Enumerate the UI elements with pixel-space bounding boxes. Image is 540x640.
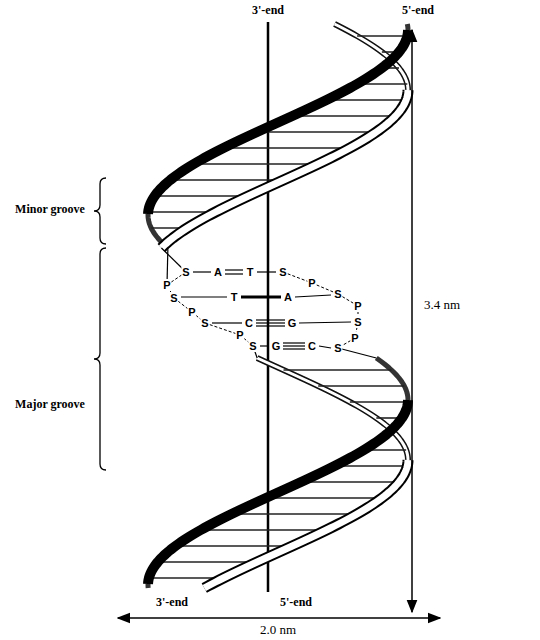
- base-letter: T: [230, 291, 239, 303]
- base-letter: G: [271, 340, 282, 352]
- dimension-label: 3.4 nm: [423, 298, 461, 312]
- base-pair-rung: [257, 131, 376, 133]
- base-letter: C: [307, 340, 317, 352]
- strand-back-inner: [257, 358, 408, 460]
- bond-line: [338, 348, 376, 358]
- strand-front-dark: [148, 30, 408, 214]
- dimension-arrow: [118, 617, 440, 619]
- base-pair-rung: [357, 35, 407, 37]
- strand-front-inner: [161, 90, 408, 248]
- bond-line: [256, 322, 285, 323]
- bond-line: [225, 273, 243, 274]
- strand-back: [405, 24, 411, 30]
- bond-line: [299, 322, 351, 323]
- backbone-letter: S: [200, 317, 209, 329]
- base-pair-rung: [232, 513, 357, 515]
- base-letter: A: [213, 266, 223, 278]
- base-letter: T: [246, 266, 255, 278]
- base-letter: A: [283, 291, 293, 303]
- backbone-letter: S: [333, 342, 342, 354]
- base-pair-rung: [194, 163, 318, 165]
- base-pair-rung: [292, 115, 395, 117]
- bond-line: [225, 269, 243, 270]
- base-pair-rung: [223, 147, 349, 149]
- strand-front-dark: [148, 30, 408, 584]
- groove-label: Major groove: [14, 398, 86, 411]
- backbone-letter: S: [248, 340, 257, 352]
- backbone-letter: P: [353, 300, 362, 312]
- bond-line: [212, 322, 242, 323]
- strand-back: [148, 24, 408, 588]
- strand-front-outline: [161, 90, 408, 248]
- backbone-letter: P: [162, 279, 171, 291]
- strand-back: [376, 358, 408, 400]
- groove-label: Minor groove: [14, 203, 86, 216]
- strand-front-dark: [148, 400, 408, 584]
- strand-back: [146, 584, 151, 588]
- bond-line: [283, 348, 305, 349]
- strand-back-outline: [257, 358, 408, 460]
- sugar-phosphate-ladder: [161, 248, 376, 358]
- backbone-letter: S: [169, 292, 178, 304]
- bond-line: [241, 296, 281, 299]
- groove-brace: [94, 248, 106, 470]
- end-label: 3'-end: [155, 596, 189, 609]
- backbone-letter: P: [235, 329, 244, 341]
- strand-back-inner: [257, 24, 408, 460]
- backbone-letter: S: [181, 266, 190, 278]
- helix-axis: [267, 22, 270, 592]
- base-pair-rung: [266, 497, 382, 499]
- end-label: 3'-end: [251, 4, 285, 17]
- backbone-letter: S: [333, 288, 342, 300]
- bond-line: [283, 342, 305, 343]
- backbone-letter: S: [278, 266, 287, 278]
- dimension-label: 2.0 nm: [259, 623, 297, 637]
- backbone-letter: S: [353, 316, 362, 328]
- base-pair-rung: [175, 545, 292, 547]
- base-pair-rung: [350, 401, 408, 403]
- end-label: 5'-end: [279, 596, 313, 609]
- bond-line: [260, 345, 269, 346]
- bond-line: [283, 345, 305, 346]
- base-pair-rung: [170, 179, 283, 181]
- end-label: 5'-end: [401, 4, 435, 17]
- bond-line: [257, 271, 276, 272]
- bond-line: [319, 346, 331, 348]
- bond-line: [256, 319, 285, 320]
- bond-line: [295, 295, 331, 297]
- bond-line: [193, 271, 211, 272]
- base-letter: G: [287, 317, 298, 329]
- dimension-arrow: [411, 30, 413, 612]
- base-pair-rung: [158, 561, 257, 563]
- strand-back-outline: [257, 24, 408, 460]
- base-pair-rung: [284, 369, 392, 371]
- backbone-letter: P: [307, 277, 316, 289]
- groove-brace: [94, 178, 106, 244]
- base-letter: C: [244, 317, 254, 329]
- backbone-letter: P: [350, 332, 359, 344]
- backbone-letter: P: [187, 306, 196, 318]
- bond-line: [181, 296, 227, 297]
- base-pair-rung: [318, 385, 404, 387]
- bond-line: [256, 325, 285, 326]
- base-pair-rung: [301, 481, 399, 483]
- base-pair-rung: [201, 529, 327, 531]
